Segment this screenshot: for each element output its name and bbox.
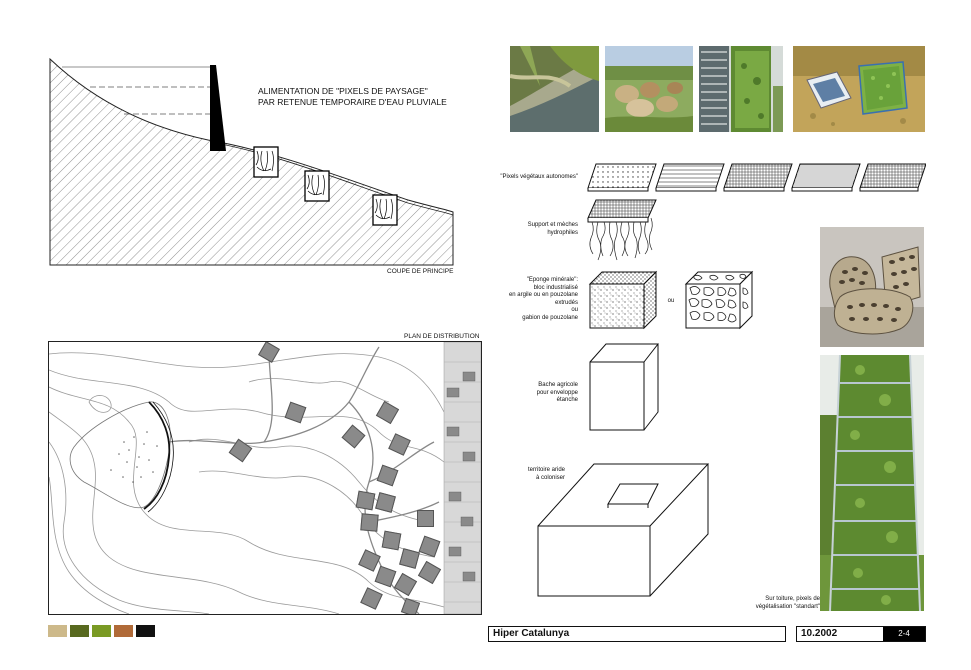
plan-pixel: [417, 510, 434, 527]
palette-swatch: [48, 625, 67, 637]
label-eponge-line5: ou: [571, 307, 578, 313]
label-territoire: territoire aride à coloniser: [500, 467, 565, 482]
footer-project-box: Hiper Catalunya: [488, 626, 786, 642]
photo-green-wall: [699, 46, 783, 132]
palette-swatch: [70, 625, 89, 637]
footer-date: 10.2002: [801, 628, 838, 639]
section-drawing: [49, 57, 454, 266]
section-caption: COUPE DE PRINCIPE: [387, 268, 454, 275]
photo-green-ladder: [820, 355, 924, 611]
palette-swatch: [136, 625, 155, 637]
label-bache-line3: étanche: [556, 397, 578, 403]
label-bache-line1: Bache agricole: [538, 382, 578, 388]
footer-page-box: 2-4: [883, 627, 925, 641]
pixel-types: [587, 163, 926, 192]
plan-drawing: [48, 341, 482, 615]
plan-pixel: [360, 513, 379, 532]
palette-swatch: [114, 625, 133, 637]
photo-rolled-pixels: [605, 46, 693, 132]
label-ou: ou: [667, 298, 675, 304]
section-title-line2: PAR RETENUE TEMPORAIRE D'EAU PLUVIALE: [258, 97, 447, 107]
plan-caption: PLAN DE DISTRIBUTION: [404, 333, 480, 340]
photo-pixel-trays: [793, 46, 925, 132]
label-territoire-line2: à coloniser: [535, 474, 565, 481]
footer-date-box: 10.2002 2-4: [796, 626, 926, 642]
label-support-line2: hydrophiles: [547, 229, 578, 236]
label-support: Support et mèches hydrophiles: [500, 222, 578, 237]
plan-pixel: [381, 530, 402, 551]
label-eponge: "Eponge minérale": bloc industrialisé en…: [480, 277, 578, 322]
footer-project: Hiper Catalunya: [493, 628, 570, 639]
photo-canal-grass: [510, 46, 599, 132]
label-support-line1: Support et mèches: [527, 222, 578, 228]
label-toiture: Sur toiture, pixels de végétalisation "s…: [720, 596, 820, 611]
support-wicks: [587, 199, 657, 261]
label-territoire-line1: territoire aride: [527, 467, 565, 473]
palette-swatch: [92, 625, 111, 637]
arid-territory-block: [537, 463, 710, 597]
section-title: ALIMENTATION DE "PIXELS DE PAYSAGE" PAR …: [258, 86, 447, 108]
footer-page: 2-4: [898, 629, 910, 638]
section-title-line1: ALIMENTATION DE "PIXELS DE PAYSAGE": [258, 86, 428, 96]
plan-pixel: [355, 490, 376, 511]
mineral-sponge-block: [588, 270, 658, 330]
label-eponge-line2: bloc industrialisé: [533, 284, 578, 291]
gabion-block: [684, 270, 754, 330]
label-eponge-line3: en argile ou en pouzolane: [508, 292, 578, 298]
label-eponge-line1: "Eponge minérale":: [526, 277, 578, 283]
tarp-envelope: [589, 343, 660, 431]
plan-contours: [49, 342, 481, 614]
label-bache-line2: pour enveloppe: [536, 389, 578, 396]
label-bache: Bache agricole pour enveloppe étanche: [500, 382, 578, 405]
label-eponge-line6: gabion de pouzolane: [522, 314, 578, 321]
photo-sponge-blocks: [820, 227, 924, 347]
label-toiture-line2: végétalisation "standart": [755, 603, 820, 610]
label-eponge-line4: extrudés: [554, 299, 578, 306]
label-toiture-line1: Sur toiture, pixels de: [765, 596, 820, 602]
label-pixels: "Pixels végétaux autonomes": [500, 174, 578, 180]
